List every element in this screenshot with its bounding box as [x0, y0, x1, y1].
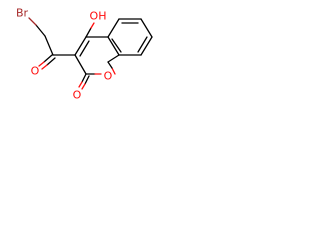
bond-c2-o-1-end [78, 81, 83, 88]
atom-ring-oxygen: O [104, 70, 113, 83]
bond-ch2-acyl [44, 35, 54, 56]
bond-ch2-br-end [28, 17, 37, 26]
bond-c2-o-2 [84, 75, 90, 85]
bond-acyl-o-1 [43, 54, 53, 63]
bond-c4a-c8a-inner [111, 38, 122, 53]
bond-c4a-c5 [107, 18, 120, 38]
bond-c2-o-1 [81, 73, 87, 83]
bond-c4-oh [85, 27, 92, 38]
atom-labels: Br OH O O O [16, 7, 113, 102]
atom-lactone-carbonyl-oxygen: O [73, 89, 82, 102]
bond-acyl-o-2-end [41, 64, 48, 70]
molecule-structure: Br OH O O O [16, 7, 153, 102]
bond-o1-c8a-start [111, 67, 116, 75]
bond-c3-c4 [74, 36, 87, 56]
bond-c3-c4-inner [79, 40, 90, 57]
bond-acyl-o-1-end [38, 61, 45, 67]
bond-o1-c8a [107, 61, 113, 69]
bond-c6-c7 [140, 18, 153, 38]
atom-bromine: Br [16, 7, 29, 20]
bond-c8a-o1-side [107, 54, 120, 63]
bond-c7-c8-inner [137, 36, 148, 53]
bond-acyl-o-2 [46, 57, 56, 66]
bond-c7-c8 [140, 36, 153, 56]
bond-c4-oh-end [90, 22, 95, 29]
bond-ch2-br [35, 24, 46, 37]
atom-hydroxyl: OH [90, 10, 107, 23]
atom-ketone-oxygen: O [31, 65, 40, 78]
bond-c4a-c8a [107, 36, 120, 56]
bond-c2-o-2-end [81, 83, 86, 90]
bond-c3-c2 [74, 54, 87, 75]
bonds [28, 17, 153, 90]
